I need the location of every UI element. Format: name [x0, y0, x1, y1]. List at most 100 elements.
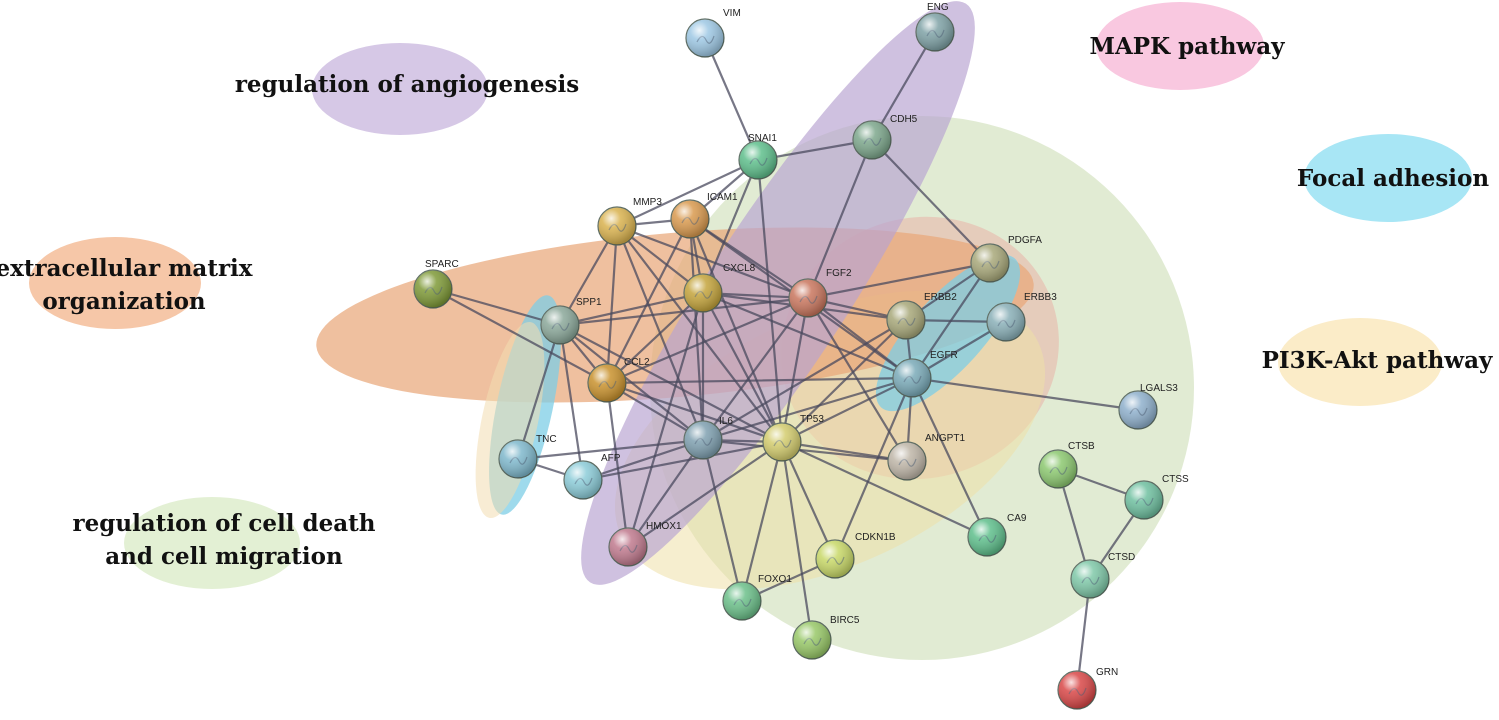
- edge-icam1-il6: [688, 217, 705, 442]
- node-hmox1[interactable]: HMOX1: [608, 521, 682, 567]
- node-erbb3[interactable]: ERBB3: [986, 292, 1057, 342]
- node-label: SPP1: [576, 297, 602, 308]
- edge-fgf2-tp53: [780, 296, 810, 444]
- node-lgals3[interactable]: LGALS3: [1118, 383, 1178, 430]
- edge-egfr-il6: [701, 376, 914, 442]
- node-label: PDGFA: [1008, 235, 1042, 246]
- node-tnc[interactable]: TNC: [498, 434, 557, 479]
- edge-fgf2-pdgfa: [806, 261, 992, 300]
- node-label: IL6: [719, 416, 733, 427]
- node-egfr[interactable]: EGFR: [892, 350, 958, 398]
- node-pdgfa[interactable]: PDGFA: [970, 235, 1042, 283]
- legend-swatch: [124, 497, 300, 589]
- node-il6[interactable]: IL6: [683, 416, 733, 460]
- node-afp[interactable]: AFP: [563, 453, 621, 500]
- legend-label: PI3K-Akt pathway: [1262, 347, 1493, 374]
- node-grn[interactable]: GRN: [1057, 667, 1118, 710]
- edge-vim-snai1: [703, 36, 760, 162]
- edge-egfr-cdkn1b: [833, 376, 914, 561]
- legend-label: extracellular matrix: [0, 255, 253, 282]
- node-label: TNC: [536, 434, 557, 445]
- edge-sparc-spp1: [431, 287, 562, 327]
- node-label: ENG: [927, 2, 949, 13]
- node-label: TP53: [800, 414, 824, 425]
- node-sparc[interactable]: SPARC: [413, 259, 459, 309]
- legend-swatch: [1096, 2, 1264, 90]
- legend-swatch: [29, 237, 201, 329]
- edge-snai1-mmp3: [615, 158, 760, 228]
- node-label: CA9: [1007, 513, 1027, 524]
- node-label: BIRC5: [830, 615, 860, 626]
- interaction-edges: [431, 30, 1146, 692]
- node-cxcl8[interactable]: CXCL8: [683, 263, 756, 313]
- node-angpt1[interactable]: ANGPT1: [887, 433, 965, 481]
- node-label: CTSD: [1108, 552, 1135, 563]
- edge-fgf2-il6: [701, 296, 810, 442]
- edge-il6-afp: [581, 438, 705, 482]
- legend-label: Focal adhesion: [1297, 165, 1489, 192]
- node-ca9[interactable]: CA9: [967, 513, 1027, 557]
- legend-label: regulation of cell death: [73, 510, 376, 537]
- node-spp1[interactable]: SPP1: [540, 297, 602, 345]
- node-ctss[interactable]: CTSS: [1124, 474, 1189, 520]
- node-erbb2[interactable]: ERBB2: [886, 292, 957, 340]
- edge-ccl2-tp53: [605, 381, 784, 444]
- legend-item-angiogenesis: regulation of angiogenesis: [235, 43, 579, 135]
- edge-il6-tnc: [516, 438, 705, 461]
- edge-ccl2-hmox1: [605, 381, 630, 549]
- node-vim[interactable]: VIM: [685, 8, 741, 58]
- edge-spp1-tp53: [558, 323, 784, 444]
- node-ccl2[interactable]: CCL2: [587, 357, 650, 403]
- edge-eng-cdh5: [870, 30, 937, 142]
- edge-cxcl8-spp1: [558, 291, 705, 327]
- edge-cxcl8-tp53: [701, 291, 784, 444]
- edge-sparc-ccl2: [431, 287, 609, 385]
- node-label: HMOX1: [646, 521, 682, 532]
- edge-mmp3-fgf2: [615, 224, 810, 300]
- node-label: CDH5: [890, 114, 918, 125]
- edge-tp53-hmox1: [626, 440, 784, 549]
- node-icam1[interactable]: ICAM1: [670, 192, 738, 239]
- legend-label: organization: [42, 288, 206, 315]
- node-snai1[interactable]: SNAI1: [738, 133, 778, 180]
- node-label: AFP: [601, 453, 621, 464]
- edge-egfr-ca9: [910, 376, 989, 539]
- edge-erbb2-tp53: [780, 318, 908, 444]
- legend-item-mapk: MAPK pathway: [1090, 2, 1285, 90]
- node-eng[interactable]: ENG: [915, 2, 955, 52]
- node-ctsb[interactable]: CTSB: [1038, 441, 1095, 489]
- node-label: CDKN1B: [855, 532, 896, 543]
- edge-il6-foxo1: [701, 438, 744, 603]
- node-label: FGF2: [826, 268, 852, 279]
- enrichment-clusters: [316, 1, 1194, 660]
- node-fgf2[interactable]: FGF2: [788, 268, 852, 318]
- node-mmp3[interactable]: MMP3: [597, 197, 662, 246]
- edge-tp53-ca9: [780, 440, 989, 539]
- node-label: ERBB2: [924, 292, 957, 303]
- edge-il6-angpt1: [701, 438, 909, 463]
- edge-fgf2-egfr: [806, 296, 914, 380]
- node-label: FOXO1: [758, 574, 792, 585]
- node-foxo1[interactable]: FOXO1: [722, 574, 792, 621]
- node-label: ERBB3: [1024, 292, 1057, 303]
- legend-item-pi3k: PI3K-Akt pathway: [1262, 318, 1493, 406]
- edge-tp53-foxo1: [740, 440, 784, 603]
- legend-swatch: [312, 43, 488, 135]
- legend-item-focal-adhesion: Focal adhesion: [1297, 134, 1489, 222]
- node-label: ANGPT1: [925, 433, 965, 444]
- edge-cxcl8-ccl2: [605, 291, 705, 385]
- legend-item-ecm: extracellular matrix organization: [0, 237, 253, 329]
- pathway-legend: regulation of angiogenesis extracellular …: [0, 2, 1493, 589]
- node-birc5[interactable]: BIRC5: [792, 615, 860, 660]
- node-ctsd[interactable]: CTSD: [1070, 552, 1135, 599]
- edge-spp1-tnc: [516, 323, 562, 461]
- edge-cxcl8-egfr: [701, 291, 914, 380]
- node-cdkn1b[interactable]: CDKN1B: [815, 532, 896, 579]
- node-label: SNAI1: [748, 133, 777, 144]
- node-tp53[interactable]: TP53: [762, 414, 824, 462]
- node-cdh5[interactable]: CDH5: [852, 114, 918, 160]
- edge-cdh5-pdgfa: [870, 138, 992, 265]
- edge-il6-hmox1: [626, 438, 705, 549]
